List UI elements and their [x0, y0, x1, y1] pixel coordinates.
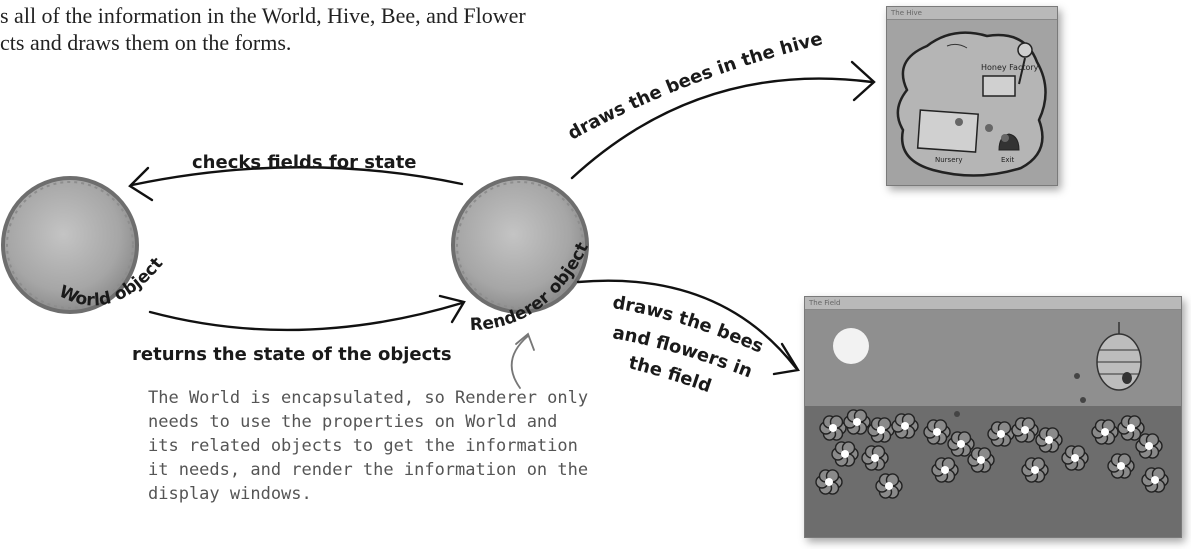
renderer-object: Renderer object: [453, 178, 593, 335]
hive-window-titlebar: The Hive: [887, 7, 1057, 20]
draws-hive-label: draws the bees in the hive: [564, 28, 824, 144]
flower-icon: [1136, 434, 1162, 458]
flower-icon: [1062, 446, 1088, 470]
note-line-3: its related objects to get the informati…: [148, 434, 628, 458]
flower-icon: [1108, 454, 1134, 478]
note-line-2: needs to use the properties on World and: [148, 410, 628, 434]
field-window: The Field: [804, 296, 1182, 538]
annotation-note: The World is encapsulated, so Renderer o…: [148, 386, 628, 506]
flower-icon: [816, 470, 842, 494]
note-line-4: it needs, and render the information on …: [148, 458, 628, 482]
flower-icon: [948, 432, 974, 456]
flower-icon: [924, 420, 950, 444]
flower-icon: [968, 448, 994, 472]
flower-icon: [892, 414, 918, 438]
flower-icon: [1012, 418, 1038, 442]
world-object: World object: [3, 178, 167, 312]
exit-label: Exit: [1001, 156, 1015, 164]
flower-icon: [988, 422, 1014, 446]
field-window-canvas: [805, 310, 1181, 537]
flower-icon: [932, 458, 958, 482]
nursery-label: Nursery: [935, 156, 963, 164]
checks-fields-label: checks fields for state: [192, 152, 417, 173]
hive-window-canvas: Honey Factory Nursery Exit: [887, 20, 1057, 185]
flower-icon: [1036, 428, 1062, 452]
note-pointer-arrow: [512, 334, 534, 388]
sun-icon: [833, 328, 869, 364]
returns-state-label: returns the state of the objects: [132, 344, 452, 365]
flower-icon: [1092, 420, 1118, 444]
honey-factory-label: Honey Factory: [981, 63, 1039, 72]
flower-icon: [862, 446, 888, 470]
field-window-titlebar: The Field: [805, 297, 1181, 310]
flower-icon: [844, 410, 870, 434]
flower-icon: [820, 416, 846, 440]
hive-window: The Hive Honey Factory Nursery Exit: [886, 6, 1058, 186]
flower-icon: [1022, 458, 1048, 482]
returns-state-arrow: [150, 296, 464, 330]
note-line-5: display windows.: [148, 482, 628, 506]
flower-icon: [832, 442, 858, 466]
flower-icon: [1142, 468, 1168, 492]
note-line-1: The World is encapsulated, so Renderer o…: [148, 386, 628, 410]
flower-icon: [876, 474, 902, 498]
flower-icon: [868, 418, 894, 442]
